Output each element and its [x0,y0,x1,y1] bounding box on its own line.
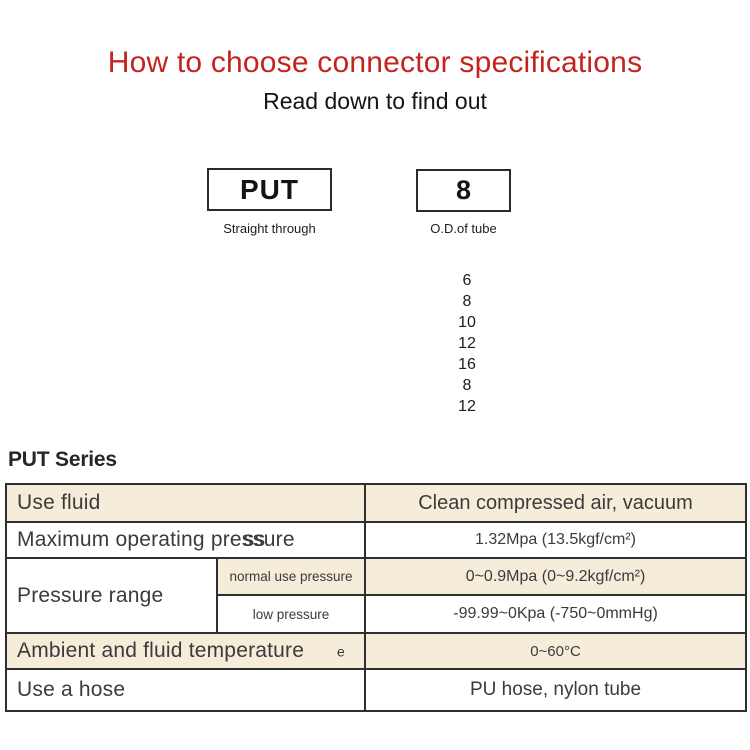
size-option: 6 [462,272,472,289]
low-pressure-value-cell: -99.99~0Kpa (-750~0mmHg) [364,594,748,634]
stray-e-artifact: e [337,643,345,660]
size-option: 12 [458,335,476,352]
temperature-label-cell: Ambient and fluid temperature e [4,632,367,670]
specification-table: Use fluid Clean compressed air, vacuum M… [4,483,748,712]
size-option: 8 [462,377,472,394]
use-fluid-value-cell: Clean compressed air, vacuum [364,483,748,523]
low-pressure-label-cell: low pressure [215,594,367,634]
tube-size-code-box: 8 [416,169,511,212]
tube-size-code-text: 8 [455,175,472,205]
table-row: Maximum operating pressure 1.32Mpa (13.5… [4,521,748,559]
series-heading: PUT Series [8,448,117,471]
table-row: Ambient and fluid temperature e 0~60°C [4,632,748,670]
table-row: low pressure -99.99~0Kpa (-750~0mmHg) [6,594,748,634]
table-row: Use a hose PU hose, nylon tube [4,668,748,712]
temperature-value-cell: 0~60°C [364,632,748,670]
page-title: How to choose connector specifications [107,46,643,79]
series-code-text: PUT [240,173,299,205]
label-text-post: ure [263,528,295,551]
hose-value-cell: PU hose, nylon tube [364,668,748,712]
normal-pressure-value-cell: 0~0.9Mpa (0~9.2kgf/cm²) [364,557,748,596]
temperature-label-text: Ambient and fluid temperature [17,639,305,662]
size-option: 10 [458,314,476,331]
size-option: 16 [458,356,476,373]
max-pressure-value-cell: 1.32Mpa (13.5kgf/cm²) [364,521,748,559]
table-row: Use fluid Clean compressed air, vacuum [4,483,748,523]
label-text-pre: Maximum operating pre [17,528,242,551]
double-s-artifact: ss [241,528,264,551]
series-code-box: PUT [207,168,332,211]
page-subtitle: Read down to find out [263,88,487,114]
pressure-range-label-cell: Pressure range [5,557,218,634]
use-fluid-label-cell: Use fluid [4,483,367,523]
series-code-caption: Straight through [223,221,316,236]
normal-pressure-label-cell: normal use pressure [215,557,367,596]
size-option: 8 [462,293,472,310]
size-option: 12 [458,398,476,415]
table-row: Pressure range normal use pressure 0~0.9… [5,557,748,634]
tube-size-options-list: 6 8 10 12 16 8 12 [417,270,517,417]
max-pressure-label-cell: Maximum operating pressure [4,521,367,559]
tube-size-caption: O.D.of tube [430,221,497,236]
hose-label-cell: Use a hose [4,668,367,712]
